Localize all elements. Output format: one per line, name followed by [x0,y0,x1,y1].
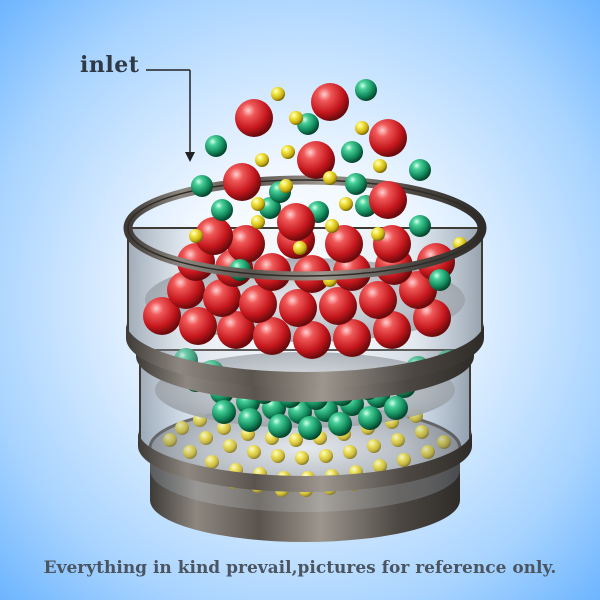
small-ball [289,111,303,125]
large-ball [311,83,349,121]
large-ball [223,163,261,201]
large-ball [253,317,291,355]
medium-ball [358,406,382,430]
large-ball [179,307,217,345]
large-ball [373,311,411,349]
small-ball [323,171,337,185]
medium-ball [212,400,236,424]
small-ball [373,159,387,173]
large-ball [277,203,315,241]
small-ball [339,197,353,211]
large-ball [217,311,255,349]
large-ball [333,319,371,357]
large-ball [359,281,397,319]
medium-ball [298,416,322,440]
large-ball [227,225,265,263]
large-ball [203,279,241,317]
large-balls-group [143,195,467,359]
small-ball [189,229,203,243]
top-sieve [123,175,487,388]
small-ball [251,215,265,229]
small-ball [281,145,295,159]
small-ball [279,179,293,193]
large-ball [369,119,407,157]
falling-balls-group [191,79,431,241]
inlet-label: inlet [80,52,140,78]
large-ball [143,297,181,335]
large-ball [195,217,233,255]
large-ball [293,321,331,359]
medium-ball [384,396,408,420]
small-ball [325,219,339,233]
small-ball [293,241,307,255]
medium-ball [238,408,262,432]
medium-ball [268,414,292,438]
inlet-pointer [146,69,195,162]
middle-sieve [136,340,474,492]
large-ball [319,287,357,325]
medium-ball [355,79,377,101]
large-ball [399,271,437,309]
medium-ball [328,412,352,436]
large-ball [325,225,363,263]
small-ball [251,197,265,211]
medium-ball [341,141,363,163]
small-ball [255,153,269,167]
large-ball [369,181,407,219]
large-ball [239,285,277,323]
medium-ball [205,135,227,157]
medium-ball [211,199,233,221]
medium-ball [345,173,367,195]
small-ball [271,87,285,101]
small-ball [371,227,385,241]
medium-ball [191,175,213,197]
small-ball [355,121,369,135]
medium-ball [409,215,431,237]
medium-ball [409,159,431,181]
large-ball [279,289,317,327]
medium-ball [429,269,451,291]
large-ball [413,299,451,337]
large-ball [297,141,335,179]
disclaimer-caption: Everything in kind prevail,pictures for … [43,558,557,578]
large-ball [235,99,273,137]
